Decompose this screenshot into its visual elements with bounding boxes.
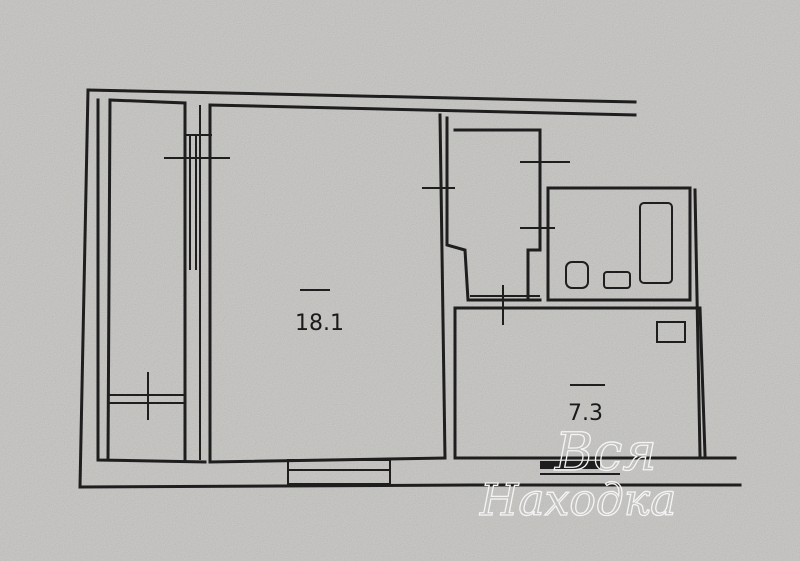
bathroom (546, 186, 692, 302)
main-room: 18.1 (208, 103, 637, 464)
kitchen-window (540, 461, 600, 469)
watermark-line1: Вся (554, 423, 657, 483)
hallway (422, 116, 570, 325)
kitchen-area-label: 7.3 (568, 401, 603, 426)
watermark: Вся Находка (478, 422, 677, 526)
stove-icon (656, 321, 686, 343)
sink-icon (603, 271, 631, 289)
windows (287, 459, 620, 485)
loggia (106, 98, 230, 462)
room-area-label: 18.1 (295, 311, 344, 336)
kitchen: 7.3 (453, 188, 742, 487)
toilet-icon (565, 261, 589, 289)
outer-walls (78, 88, 637, 489)
room-window (287, 459, 391, 485)
bathtub-icon (639, 202, 673, 284)
watermark-line2: Находка (479, 475, 676, 526)
